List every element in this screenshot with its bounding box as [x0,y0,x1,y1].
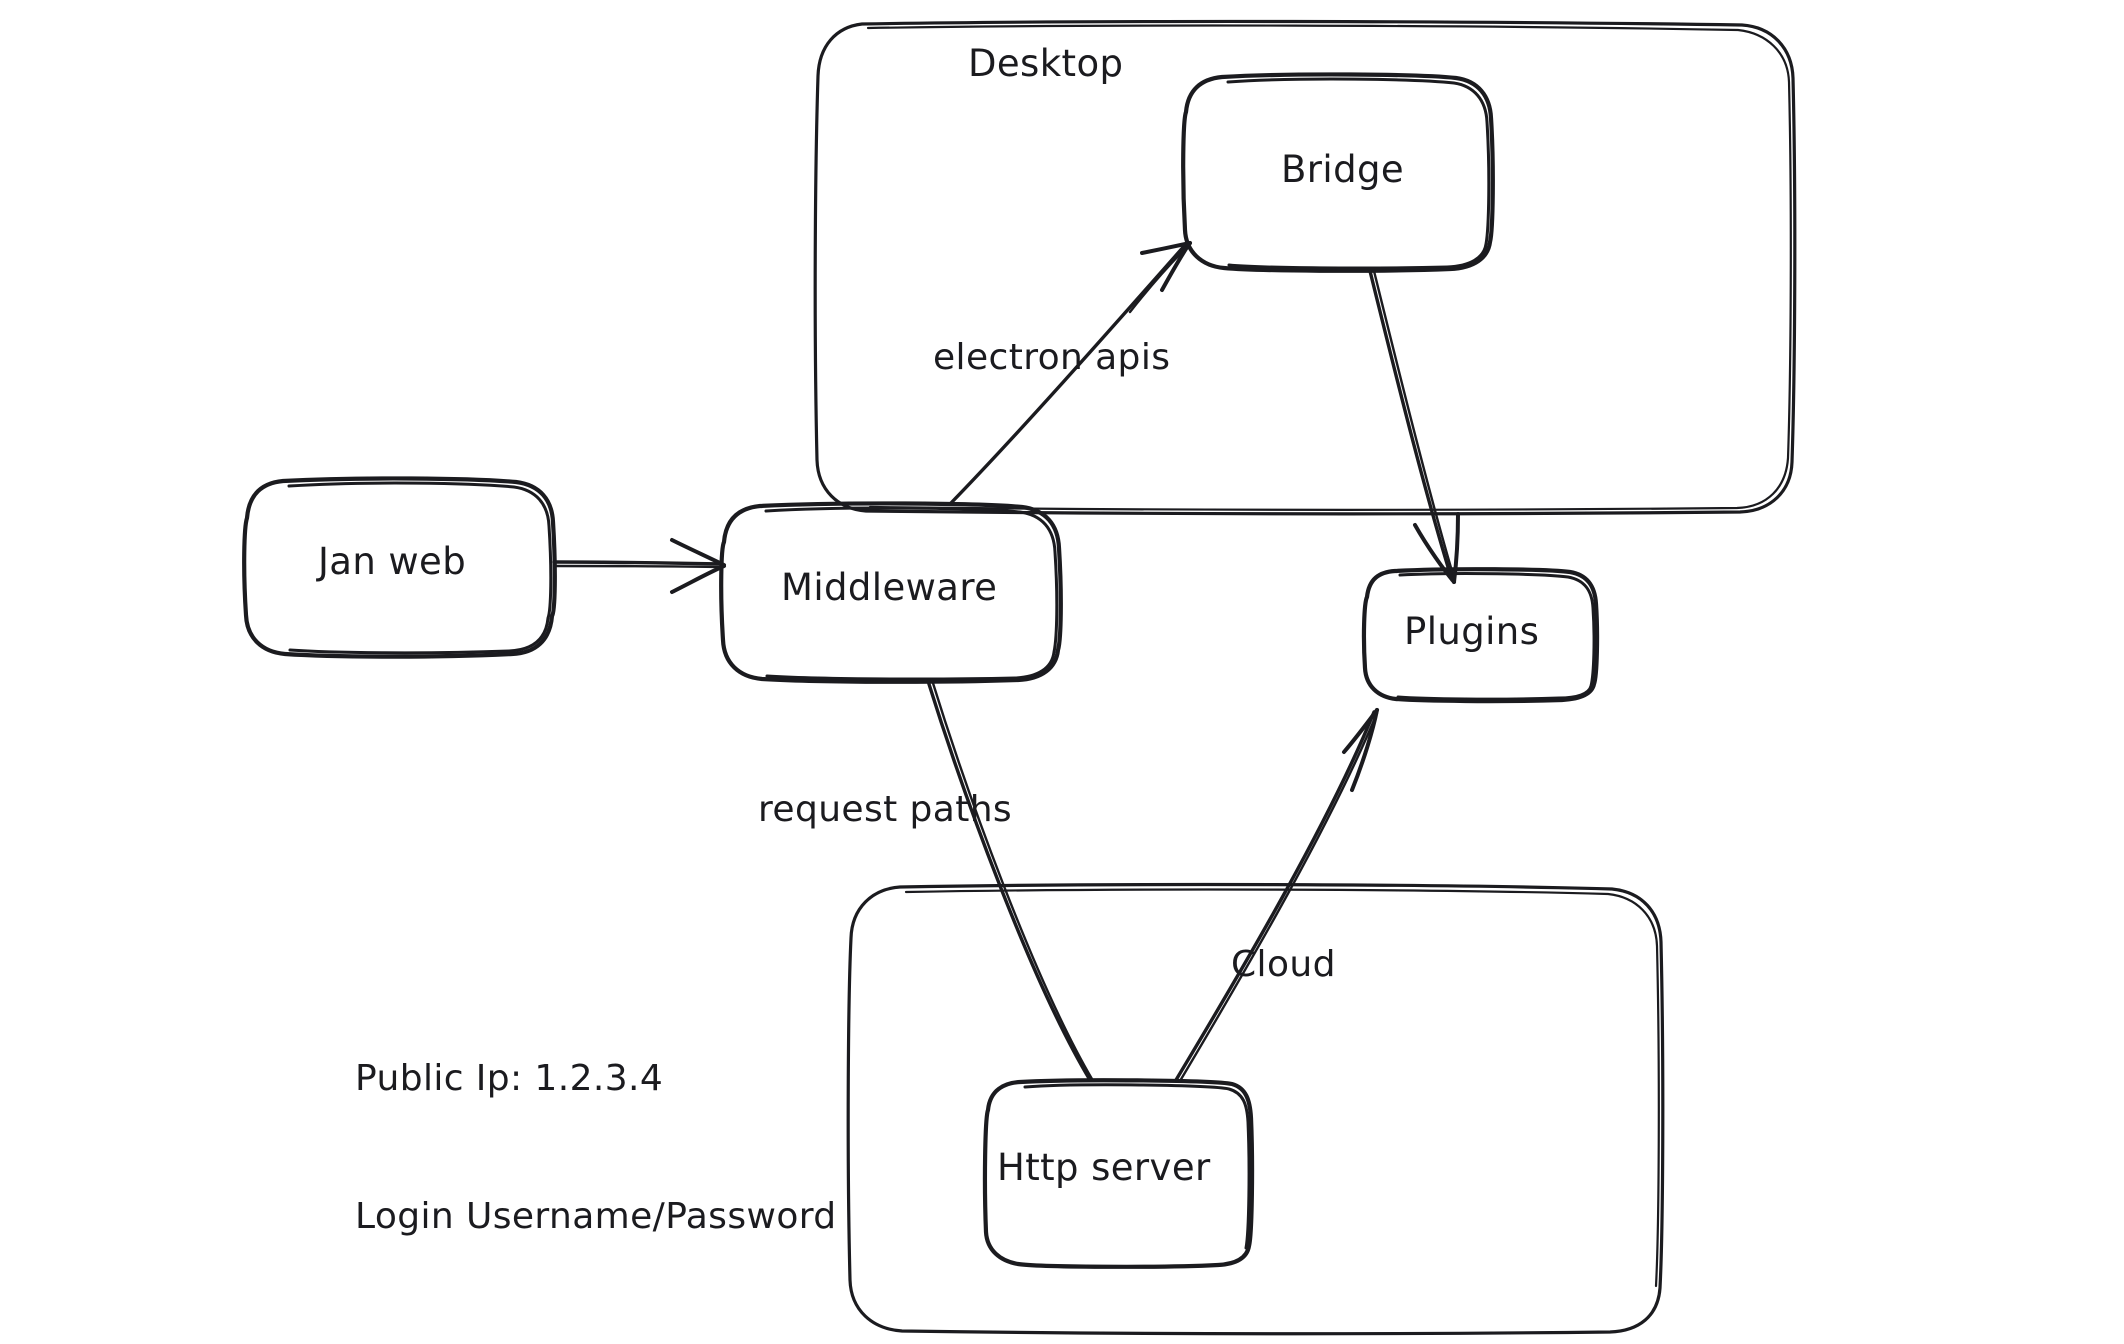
note-line-login: Login Username/Password [355,1196,837,1238]
node-label-plugins: Plugins [1404,610,1540,653]
edge-label-cloud: Cloud [1231,944,1336,985]
note-line-public-ip: Public Ip: 1.2.3.4 [355,1058,664,1100]
node-label-middleware: Middleware [781,566,998,609]
node-label-bridge: Bridge [1281,148,1405,191]
node-label-http-server: Http server [997,1146,1211,1189]
group-cloud[interactable] [846,882,1665,1336]
edge-bridge-to-plugins[interactable] [1368,269,1460,584]
node-middleware-shape[interactable] [719,501,1063,684]
node-jan-web-shape[interactable] [242,476,557,659]
node-http-server-shape[interactable] [982,1078,1255,1269]
edge-httpserver-to-plugins[interactable] [1174,708,1379,1083]
node-bridge-shape[interactable] [1181,72,1495,273]
note-connection-credentials: Public Ip: 1.2.3.4 Login Username/Passwo… [355,964,852,1333]
node-plugins-shape[interactable] [1361,567,1600,704]
group-label-desktop: Desktop [968,42,1124,85]
edge-middleware-to-bridge[interactable] [949,241,1192,505]
group-desktop[interactable] [813,19,1797,516]
edge-label-request-paths: request paths [758,789,1013,830]
edge-label-electron-apis: electron apis [933,337,1171,378]
edge-janweb-to-middleware[interactable] [552,538,726,594]
node-label-jan-web: Jan web [318,540,467,583]
edge-middleware-to-httpserver[interactable] [926,678,1094,1082]
